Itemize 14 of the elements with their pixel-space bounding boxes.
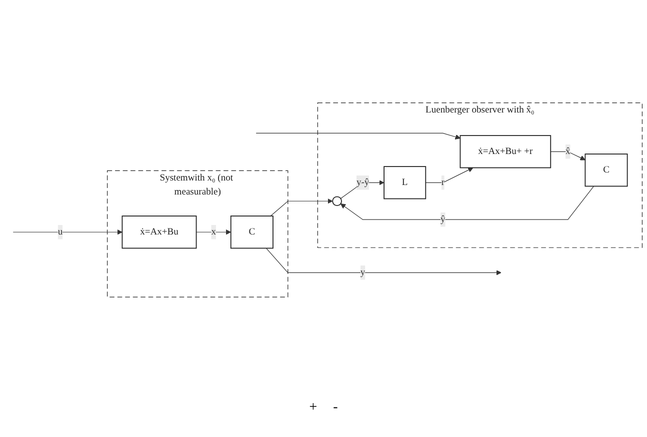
block: C <box>230 216 274 249</box>
block: ẋ=Ax+Bu <box>122 216 197 249</box>
signal-label: u <box>58 225 63 240</box>
signal-label: y-ŷ <box>356 176 370 190</box>
signal-label: x̂ <box>566 144 570 159</box>
block: C <box>584 154 628 187</box>
sign-label: - <box>333 400 338 415</box>
signal-label: r <box>441 176 445 190</box>
signal-label: x <box>211 225 216 240</box>
sign-label: + <box>309 400 318 415</box>
block: L <box>384 166 426 200</box>
signal-label: ŷ <box>440 212 446 227</box>
signal-label: y <box>360 266 366 280</box>
block: ẋ=Ax+Bu+ +r <box>460 135 552 168</box>
